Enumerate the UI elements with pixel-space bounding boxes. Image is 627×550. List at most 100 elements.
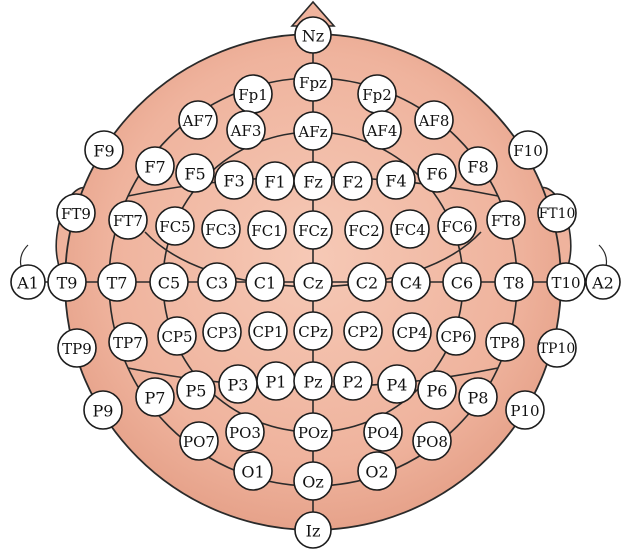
electrode-marker <box>537 193 577 233</box>
electrode-label: CP6 <box>440 328 471 346</box>
electrode-p1: P1 <box>256 361 296 401</box>
electrode-f10: F10 <box>508 130 548 170</box>
electrode-label: Nz <box>302 27 324 46</box>
electrode-label: PO4 <box>367 424 399 442</box>
electrode-marker <box>585 264 621 300</box>
electrode-label: PO7 <box>183 433 215 451</box>
electrode-label: CP3 <box>206 324 237 342</box>
electrode-label: FT8 <box>491 212 521 230</box>
electrode-label: CPz <box>298 323 328 341</box>
electrode-marker <box>293 62 333 102</box>
electrode-a2: A2 <box>585 264 621 300</box>
electrode-marker <box>294 511 332 549</box>
electrode-t8: T8 <box>494 262 534 302</box>
electrode-label: CP5 <box>161 328 192 346</box>
electrode-marker <box>247 210 287 250</box>
electrode-label: A1 <box>16 274 39 293</box>
electrode-label: P4 <box>387 376 408 395</box>
electrode-label: FC5 <box>159 218 190 236</box>
electrode-marker <box>357 451 397 491</box>
electrode-marker <box>293 412 333 452</box>
electrode-ft7: FT7 <box>108 200 148 240</box>
electrode-label: AFz <box>297 123 327 141</box>
electrode-tp10: TP10 <box>537 328 577 368</box>
electrode-tp7: TP7 <box>108 322 148 362</box>
electrode-marker <box>537 328 577 368</box>
electrode-f3: F3 <box>214 160 254 200</box>
electrode-marker <box>417 153 457 193</box>
electrode-label: Pz <box>303 373 322 392</box>
electrode-marker <box>414 100 454 140</box>
electrode-marker <box>293 210 333 250</box>
electrode-marker <box>437 206 477 246</box>
electrode-label: Fz <box>303 173 323 192</box>
electrode-fp1: Fp1 <box>233 74 273 114</box>
electrode-p3: P3 <box>218 364 258 404</box>
electrode-label: Fp2 <box>362 86 392 104</box>
electrode-t10: T10 <box>546 262 586 302</box>
electrode-p4: P4 <box>377 364 417 404</box>
electrode-label: P3 <box>228 376 249 395</box>
electrode-c2: C2 <box>347 262 387 302</box>
electrode-fz: Fz <box>293 161 333 201</box>
electrode-oz: Oz <box>293 461 333 501</box>
electrode-marker <box>178 100 218 140</box>
electrode-ft8: FT8 <box>486 200 526 240</box>
electrode-label: F7 <box>144 158 165 177</box>
electrode-marker <box>149 262 189 302</box>
electrode-marker <box>248 311 288 351</box>
electrode-label: C1 <box>254 274 276 293</box>
electrode-f1: F1 <box>255 161 295 201</box>
electrode-af3: AF3 <box>226 110 266 150</box>
electrode-cp3: CP3 <box>202 312 242 352</box>
electrode-fpz: Fpz <box>293 62 333 102</box>
electrode-fc1: FC1 <box>247 210 287 250</box>
electrode-label: TP7 <box>113 334 143 352</box>
electrode-label: AF4 <box>366 122 398 140</box>
electrode-marker <box>175 153 215 193</box>
electrode-marker <box>294 16 332 54</box>
electrode-marker <box>202 312 242 352</box>
electrode-f9: F9 <box>84 130 124 170</box>
electrode-label: P10 <box>510 402 539 420</box>
electrode-label: P5 <box>186 382 207 401</box>
electrode-label: F4 <box>385 172 406 191</box>
electrode-label: TP9 <box>62 340 92 358</box>
electrode-label: FT9 <box>61 205 91 223</box>
electrode-c1: C1 <box>245 262 285 302</box>
electrode-marker <box>293 262 333 302</box>
electrode-fc4: FC4 <box>390 209 430 249</box>
electrode-po4: PO4 <box>363 412 403 452</box>
electrode-marker <box>83 390 123 430</box>
electrode-marker <box>347 262 387 302</box>
electrode-label: C6 <box>451 274 473 293</box>
electrode-label: F8 <box>467 158 488 177</box>
electrode-label: Oz <box>302 473 324 492</box>
electrode-marker <box>458 377 498 417</box>
electrode-marker <box>157 316 197 356</box>
electrode-marker <box>233 451 273 491</box>
electrode-marker <box>214 160 254 200</box>
electrode-c4: C4 <box>391 262 431 302</box>
electrode-f7: F7 <box>135 146 175 186</box>
electrode-p9: P9 <box>83 390 123 430</box>
electrode-label: CP1 <box>252 323 283 341</box>
electrode-ft10: FT10 <box>537 193 577 233</box>
electrode-label: FC2 <box>348 222 379 240</box>
electrode-label: PO3 <box>229 424 261 442</box>
electrode-marker <box>293 311 333 351</box>
electrode-afz: AFz <box>293 111 333 151</box>
electrode-label: CP2 <box>347 323 378 341</box>
electrode-label: C3 <box>206 274 228 293</box>
electrode-label: F5 <box>184 165 205 184</box>
electrode-cp5: CP5 <box>157 316 197 356</box>
electrode-f5: F5 <box>175 153 215 193</box>
electrode-marker <box>57 328 97 368</box>
electrode-marker <box>333 361 373 401</box>
electrode-marker <box>417 370 457 410</box>
electrode-nz: Nz <box>294 16 332 54</box>
electrode-marker <box>293 461 333 501</box>
electrode-label: Cz <box>303 274 324 293</box>
electrode-fc5: FC5 <box>155 206 195 246</box>
electrode-po7: PO7 <box>179 421 219 461</box>
